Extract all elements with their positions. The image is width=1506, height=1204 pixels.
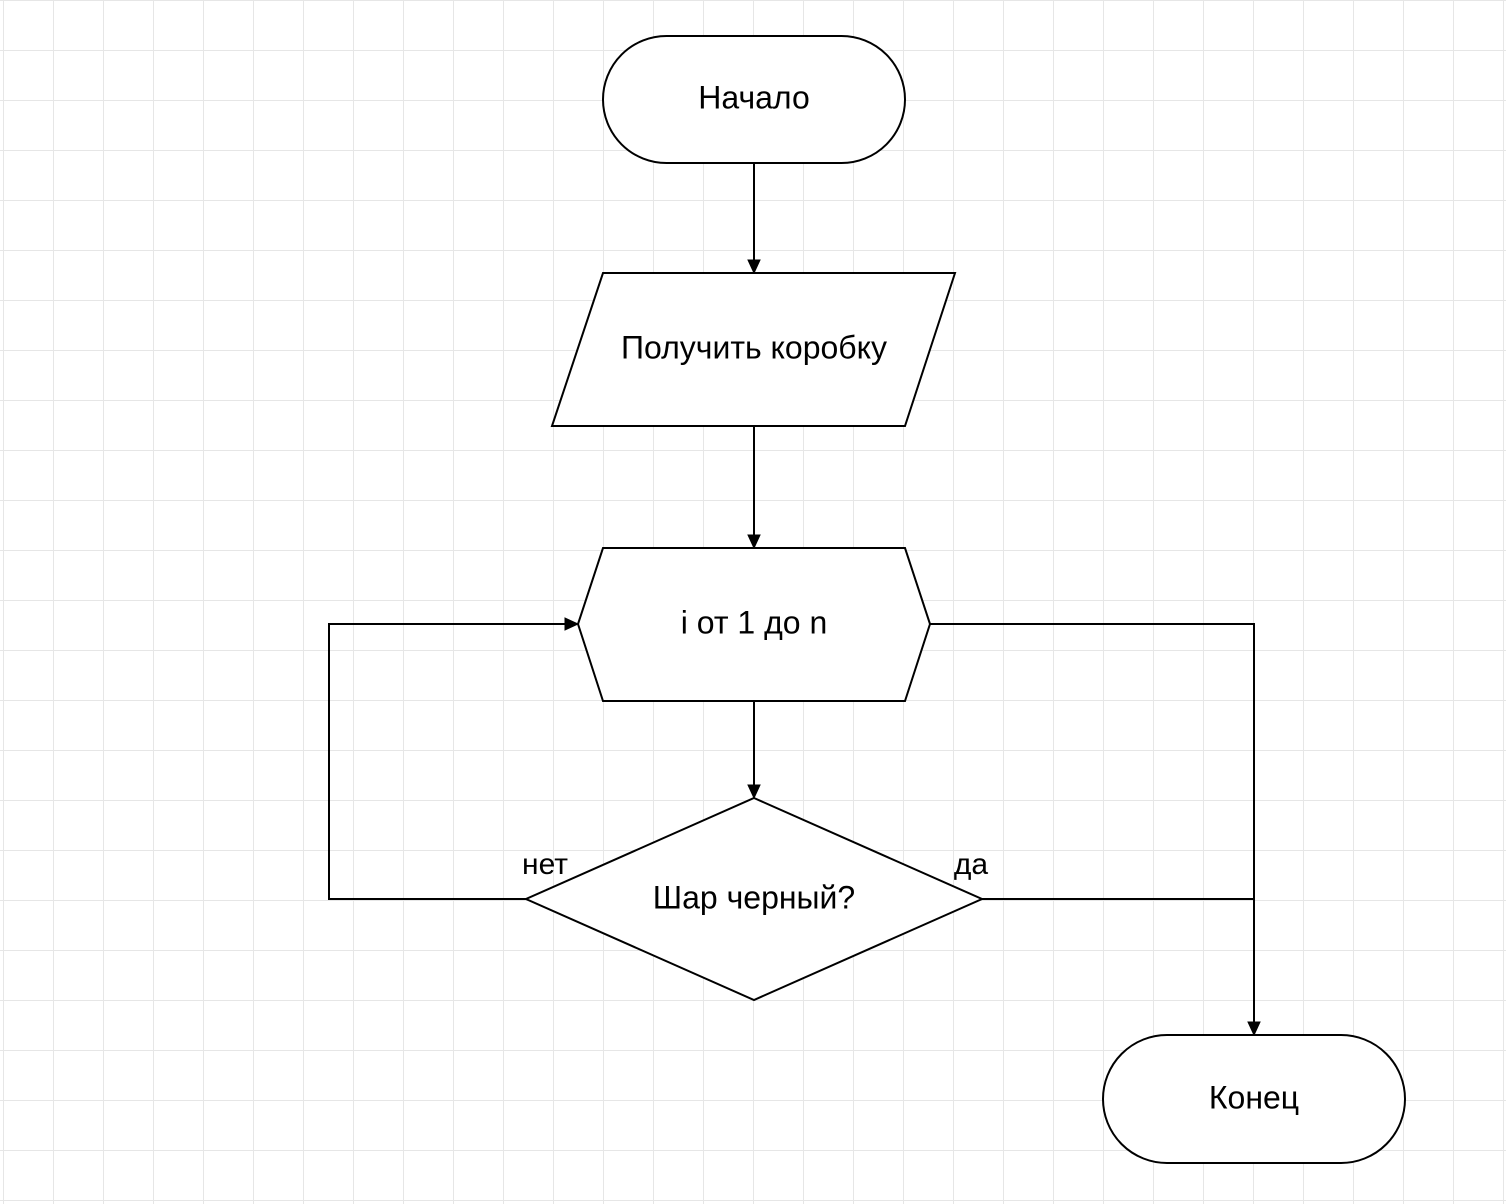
decision-label: Шар черный? — [653, 879, 855, 915]
node-end: Конец — [1102, 1034, 1406, 1164]
edges — [328, 163, 1261, 1037]
node-decision: Шар черный? — [523, 796, 985, 1002]
arrowhead-loop-return — [564, 617, 580, 631]
input-parallelogram-shape — [550, 272, 957, 427]
start-terminator-shape — [602, 35, 906, 164]
arrowhead-input — [747, 259, 761, 275]
edge-no-back-to-loop — [328, 623, 568, 900]
node-start: Начало — [602, 35, 906, 164]
edge-label-no: нет — [522, 848, 568, 881]
loop-hexagon-shape — [576, 547, 932, 702]
edge-label-yes: да — [954, 848, 989, 881]
end-label: Конец — [1209, 1079, 1299, 1115]
arrowhead-loop — [747, 534, 761, 550]
loop-label: i от 1 до n — [681, 604, 827, 640]
node-loop: i от 1 до n — [576, 547, 932, 702]
arrowhead-decision — [747, 784, 761, 800]
edge-loop-exit-to-end — [930, 623, 1255, 1026]
arrowhead-end — [1247, 1021, 1261, 1037]
start-label: Начало — [698, 79, 810, 115]
decision-diamond-shape — [523, 796, 985, 1002]
end-terminator-shape — [1102, 1034, 1406, 1164]
input-label: Получить коробку — [621, 329, 887, 365]
node-input: Получить коробку — [550, 272, 957, 427]
